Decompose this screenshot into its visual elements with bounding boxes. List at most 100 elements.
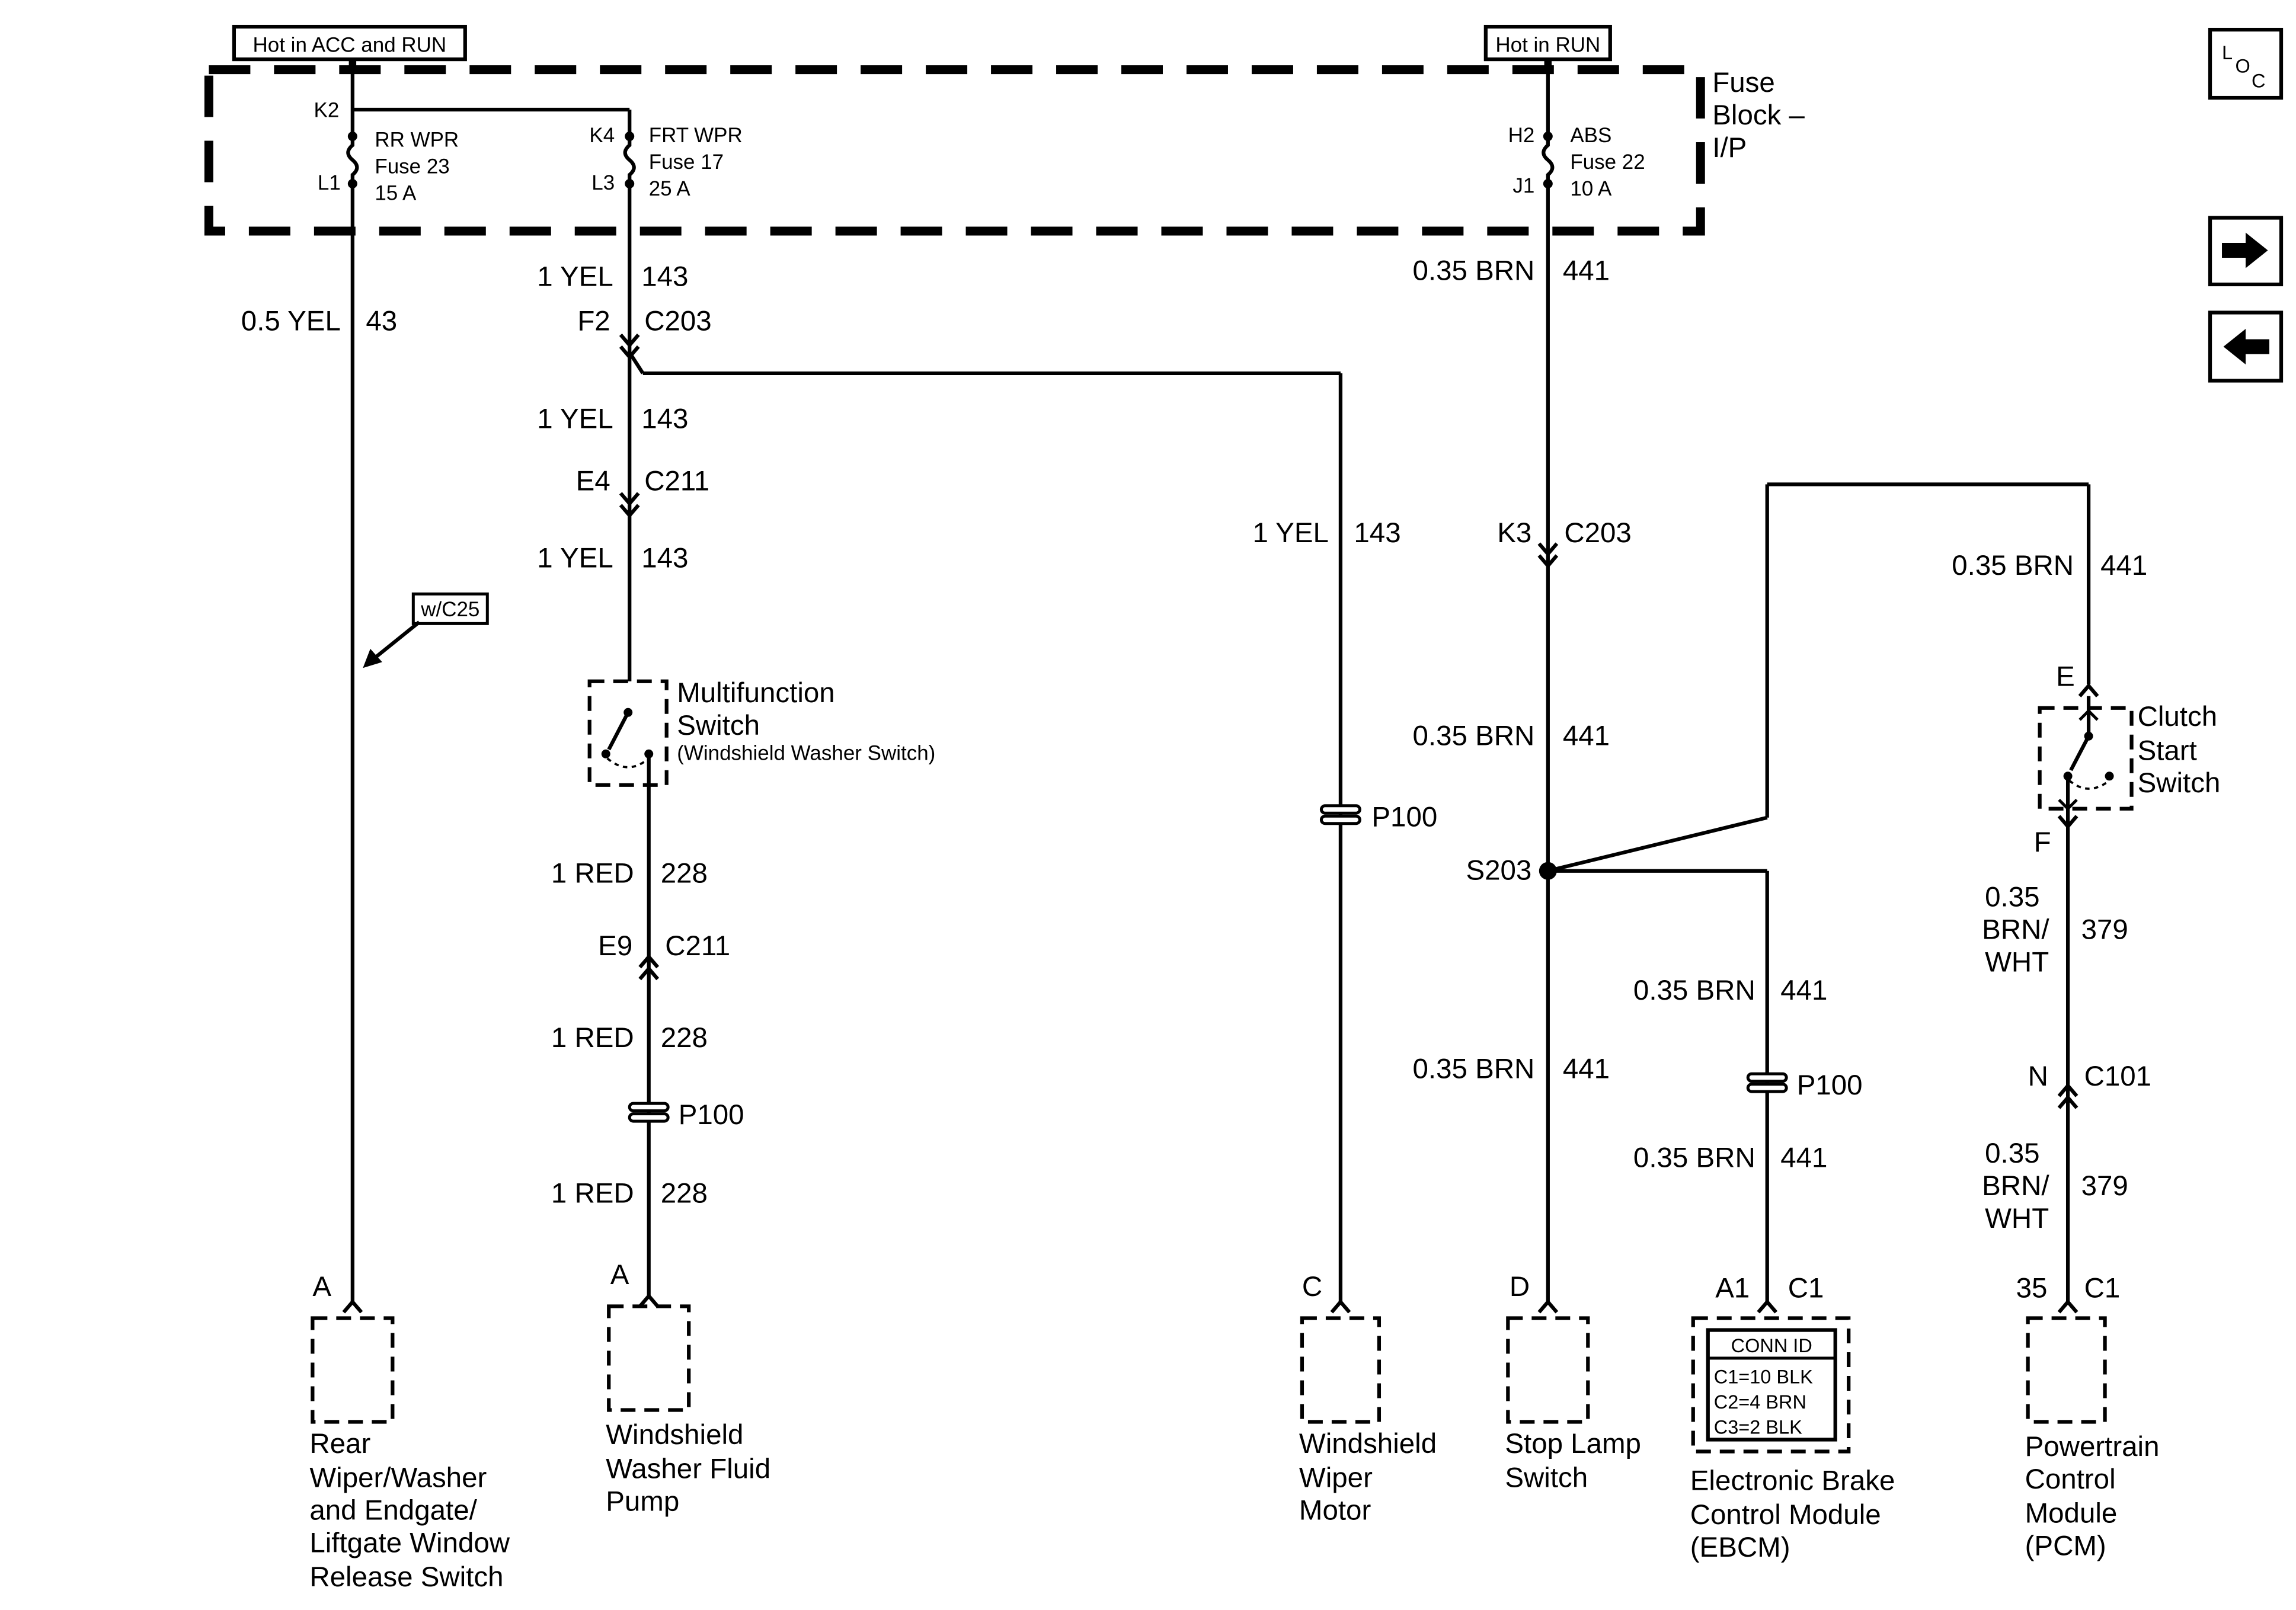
fuse-22-number: Fuse 22: [1570, 151, 1645, 174]
multifunction-switch: Multifunction Switch (Windshield Washer …: [587, 677, 935, 787]
clutch-pin-f: F: [2034, 827, 2051, 858]
stop-label-2: Switch: [1505, 1462, 1588, 1493]
wiper-motor: Windshield Wiper Motor: [1299, 1316, 1437, 1526]
c211-e4-connector: [619, 492, 640, 518]
pcm-label-2: Control: [2025, 1464, 2116, 1495]
clutch-label-1: Clutch: [2138, 701, 2218, 732]
clutch-label-2: Start: [2138, 735, 2197, 766]
c101-label: C101: [2084, 1061, 2151, 1092]
fuse-23-number: Fuse 23: [375, 155, 449, 178]
ebcm-pin-a1: A1: [1715, 1273, 1750, 1304]
fuse-block-outline: [204, 65, 1705, 236]
wire-143-color-3: 1 YEL: [537, 542, 613, 574]
wire-379-size-1: 0.35: [1985, 882, 2039, 913]
circuit-228: 1 RED 228 E9 C211 1 RED 228 P100 1 RED 2…: [551, 785, 744, 1308]
stop-lamp-switch: Stop Lamp Switch: [1505, 1316, 1641, 1493]
conn-id-title: CONN ID: [1731, 1335, 1812, 1356]
fuse-block-label-1: Fuse: [1712, 67, 1775, 98]
wire-441-number-2: 441: [1563, 720, 1610, 751]
pcm-label-1: Powertrain: [2025, 1431, 2160, 1462]
multifunction-label-2: Switch: [677, 710, 760, 741]
c203-f2-connector: [619, 333, 640, 360]
motor-pin-c: C: [1302, 1271, 1322, 1302]
c211-pin-e4: E4: [576, 465, 610, 497]
ebcm: CONN ID C1=10 BLK C2=4 BRN C3=2 BLK Elec…: [1690, 1316, 1895, 1563]
circuit-43: 0.5 YEL 43 w/C25 A: [241, 184, 489, 1314]
ebcm-label-3: (EBCM): [1690, 1532, 1790, 1563]
c203-label-2: C203: [1564, 517, 1631, 549]
c203-pin-f2: F2: [577, 305, 610, 337]
fuse-22-top-pin: H2: [1508, 124, 1535, 147]
fuse-17-top-pin: K4: [589, 124, 615, 147]
fuse-17-name: FRT WPR: [649, 124, 743, 147]
conn-id-table: [1706, 1328, 1837, 1442]
acc-run-label: Hot in ACC and RUN: [253, 34, 447, 57]
fuse-block-label-2: Block –: [1712, 100, 1805, 131]
wire-441-color-4: 0.35 BRN: [1952, 550, 2074, 581]
multifunction-sublabel: (Windshield Washer Switch): [677, 741, 935, 764]
c211-label-1: C211: [644, 465, 709, 497]
option-tag-box: [411, 592, 489, 625]
fuse-17: K4 L3 FRT WPR Fuse 17 25 A: [589, 124, 742, 200]
c203-k3-connector: [1537, 542, 1559, 569]
stop-label-1: Stop Lamp: [1505, 1428, 1641, 1459]
circuit-441: 0.35 BRN 441 K3 C203 0.35 BRN 441 S203 0…: [1413, 184, 2147, 1314]
p100-label-2: P100: [1371, 802, 1437, 833]
wire-441-number-4: 441: [2100, 550, 2147, 581]
wire-441-number-5: 441: [1780, 975, 1827, 1006]
wire-379-color-2a: BRN/: [1982, 1170, 2049, 1202]
pump-label-2: Washer Fluid: [606, 1453, 770, 1484]
fuse-23-top-pin: K2: [314, 99, 340, 122]
fuse-17-number: Fuse 17: [649, 151, 724, 174]
loc-letter-l: L: [2222, 42, 2233, 63]
wire-379-size-2: 0.35: [1985, 1138, 2039, 1169]
circuit-379: 0.35 BRN/ WHT 379 N C101 0.35 BRN/ WHT 3…: [1982, 826, 2151, 1314]
rear-label-3: and Endgate/: [309, 1494, 477, 1526]
c203-pin-k3: K3: [1497, 517, 1531, 549]
c211-pin-e9: E9: [598, 930, 632, 962]
wire-441-color-2: 0.35 BRN: [1413, 720, 1535, 751]
location-button[interactable]: L O C: [2208, 27, 2284, 100]
pcm: Powertrain Control Module (PCM): [2025, 1316, 2160, 1561]
fuse-22-rating: 10 A: [1570, 177, 1612, 200]
wire-379-number-2: 379: [2081, 1170, 2128, 1202]
rear-label-2: Wiper/Washer: [309, 1462, 487, 1493]
rear-wiper-switch: Rear Wiper/Washer and Endgate/ Liftgate …: [309, 1316, 510, 1593]
wire-379-color-1a: BRN/: [1982, 914, 2049, 946]
motor-label-1: Windshield: [1299, 1428, 1437, 1459]
wire-43-color: 0.5 YEL: [241, 305, 341, 337]
pcm-label-3: Module: [2025, 1497, 2118, 1529]
stop-pin-d: D: [1510, 1271, 1530, 1302]
wire-143-number-2: 143: [641, 403, 688, 434]
loc-letter-c: C: [2252, 71, 2265, 92]
arrow-right-icon: [2222, 232, 2268, 268]
c211-e9-connector: [638, 953, 660, 981]
fuse-17-rating: 25 A: [649, 177, 691, 200]
next-page-button[interactable]: [2208, 216, 2284, 287]
fuse-22-bottom-pin: J1: [1512, 174, 1534, 197]
fuse-22: H2 J1 ABS Fuse 22 10 A: [1508, 69, 1645, 200]
wire-228-color-3: 1 RED: [551, 1178, 634, 1209]
pcm-pin-35: 35: [2016, 1273, 2048, 1304]
wire-228-number-3: 228: [661, 1178, 708, 1209]
c101-pin-n: N: [2028, 1061, 2048, 1092]
fuse-block-label-3: I/P: [1712, 132, 1747, 164]
wire-143-number-1: 143: [641, 261, 688, 292]
wire-143-number-3: 143: [641, 542, 688, 574]
prev-page-button[interactable]: [2208, 311, 2284, 383]
wire-441-color-5: 0.35 BRN: [1633, 975, 1755, 1006]
fuse-23-name: RR WPR: [375, 129, 459, 152]
circuit-143-motor: 1 YEL 143 P100 C: [1252, 373, 1437, 1314]
wire-228-color-1: 1 RED: [551, 858, 634, 889]
loc-letter-o: O: [2236, 56, 2250, 77]
fuse-23-rating: 15 A: [375, 182, 417, 205]
wire-441-color-6: 0.35 BRN: [1633, 1142, 1755, 1174]
c211-label-2: C211: [665, 930, 730, 962]
p100-label-1: P100: [679, 1099, 744, 1131]
wire-441-number-6: 441: [1780, 1142, 1827, 1174]
wire-441-number-3: 441: [1563, 1054, 1610, 1085]
wire-228-number-1: 228: [661, 858, 708, 889]
c203-label-1: C203: [644, 305, 711, 337]
splice-s203-label: S203: [1466, 855, 1531, 886]
